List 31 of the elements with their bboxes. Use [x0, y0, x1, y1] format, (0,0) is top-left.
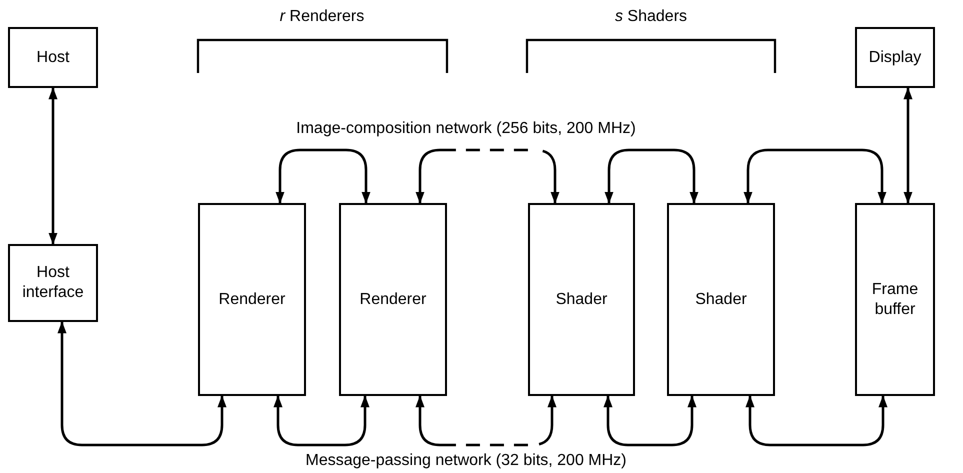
arrow [58, 321, 226, 446]
arrow [276, 148, 370, 204]
box-label: Shader [556, 290, 608, 310]
process-box [8, 27, 98, 88]
arrow [416, 148, 560, 204]
network-label: Message-passing network (32 bits, 200 MHz) [305, 452, 627, 470]
arrow [604, 148, 698, 204]
arrow [746, 395, 888, 446]
box-label: Display [868, 48, 922, 68]
box-label: Renderer [218, 290, 286, 310]
box-label: Renderer [360, 290, 426, 310]
process-box [855, 203, 935, 396]
arrow [416, 395, 556, 446]
arrow [904, 87, 912, 204]
box-label: Frame buffer [870, 280, 920, 320]
group-label: s Shaders [614, 8, 688, 26]
process-box [198, 203, 306, 396]
process-box [8, 244, 98, 322]
box-label: Host [36, 48, 70, 68]
process-box [667, 203, 775, 396]
arrow [604, 395, 696, 446]
process-box [855, 27, 935, 88]
process-box [339, 203, 447, 396]
arrow [48, 87, 58, 245]
arrow [744, 148, 886, 204]
group-label: r Renderers [280, 8, 364, 26]
arrow [274, 395, 370, 446]
process-box [528, 203, 635, 396]
network-label: Image-composition network (256 bits, 200 MHz) [296, 120, 636, 138]
box-label: Shader [695, 290, 747, 310]
box-label: Host interface [21, 263, 85, 303]
